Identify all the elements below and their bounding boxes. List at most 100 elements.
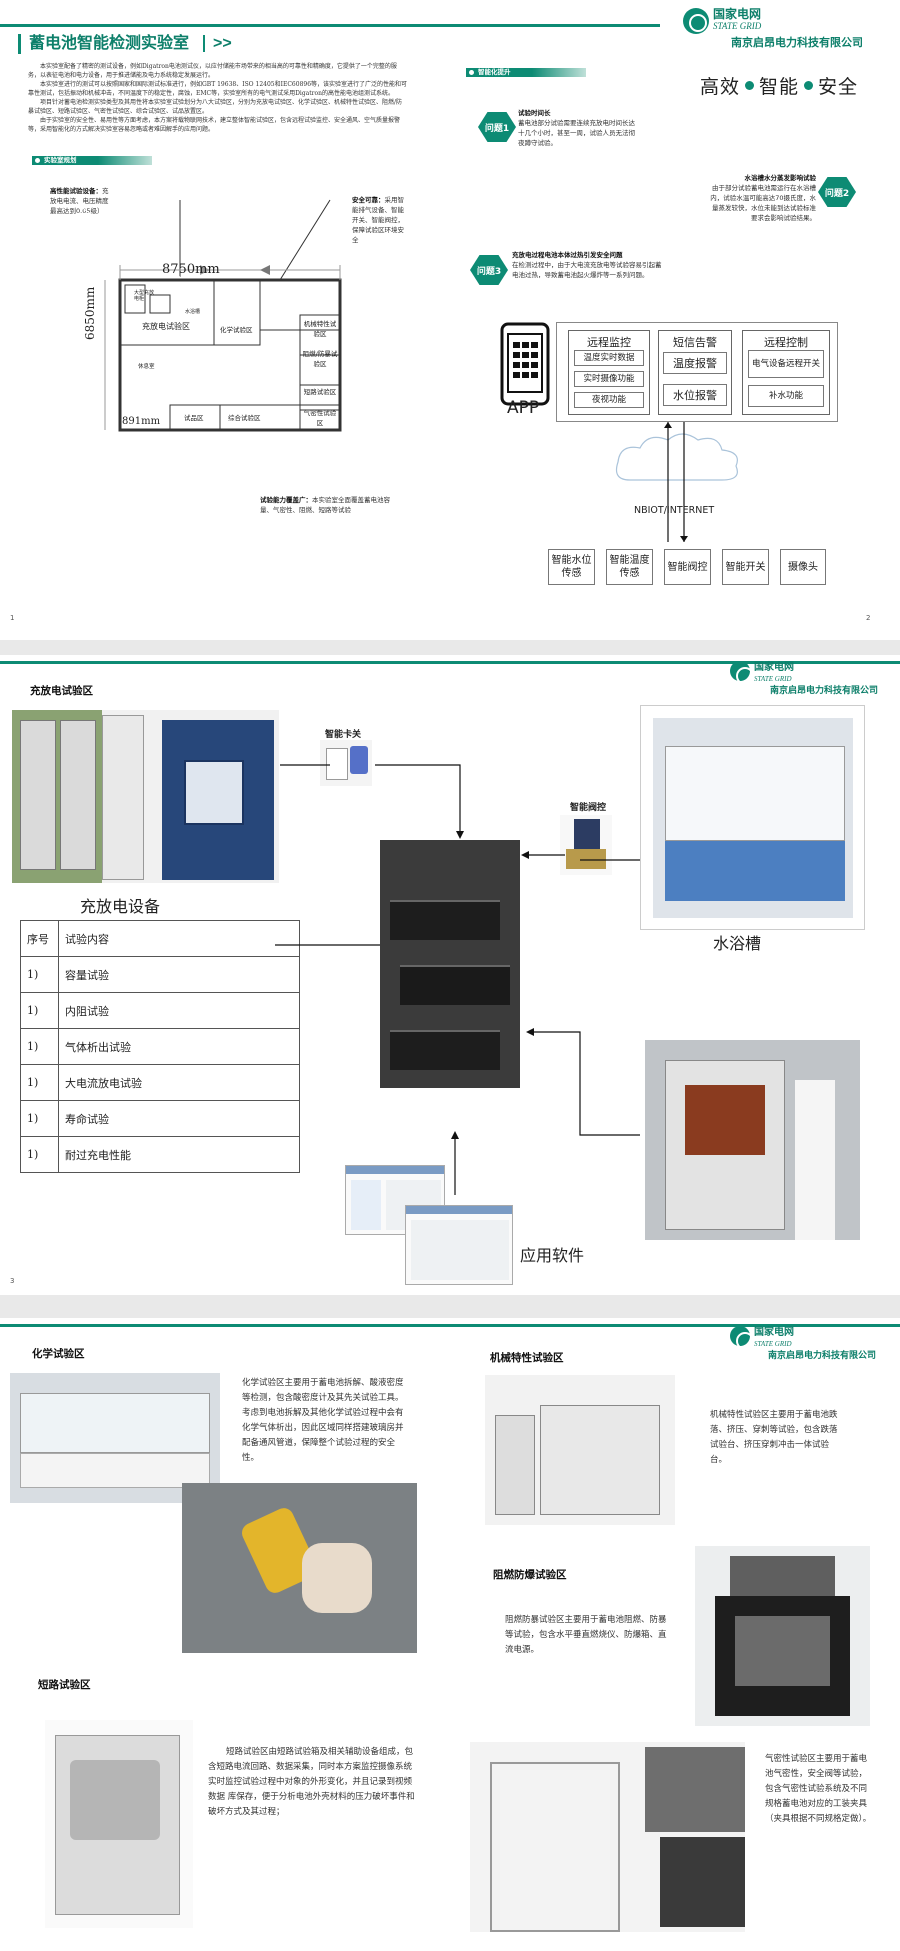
caption-water-bath: 水浴槽 [713, 934, 762, 953]
table-header-no: 序号 [20, 920, 59, 957]
page-gap [0, 1295, 900, 1318]
sensor-smart-switch: 智能开关 [722, 549, 769, 585]
charge-equipment-photo [12, 710, 279, 883]
slogan: 高效智能安全 [700, 77, 859, 98]
section-title-chem: 化学试验区 [32, 1348, 85, 1360]
state-grid-logo-icon [730, 661, 754, 685]
table-header-content: 试验内容 [58, 920, 300, 957]
problem-1: 试验时间长蓄电池部分试验需要连续充放电时间长达十几个小时，甚至一周，试验人员无法… [518, 109, 635, 147]
room-bath: 水浴槽 [185, 309, 201, 315]
brand-cn: 国家电网 [713, 7, 762, 21]
caption-software: 应用软件 [520, 1246, 585, 1265]
brand-logo: 国家电网 STATE GRID [730, 661, 794, 685]
software-screenshot-2 [405, 1205, 513, 1285]
callout-high-performance: 高性能试验设备：充放电电流、电压精度最高达到0.05级） [50, 187, 109, 215]
top-rule [0, 1324, 900, 1327]
section-title-mech: 机械特性试验区 [490, 1352, 564, 1364]
floor-plan [80, 199, 342, 432]
text-mech: 机械特性试验区主要用于蓄电池跌落、挤压、穿刺等试验，包含跌落试验台、挤压穿刺冲击… [710, 1410, 838, 1465]
floor-width-label: 8750mm [162, 262, 220, 277]
section-title-flame: 阻燃防爆试验区 [493, 1569, 567, 1581]
sensor-water-level: 智能水位传感 [548, 549, 595, 585]
water-bath-photo [640, 705, 865, 930]
sensor-camera: 摄像头 [780, 549, 826, 585]
section-title-short: 短路试验区 [38, 1679, 91, 1691]
network-label: NBIOT/INTERNET [634, 505, 715, 516]
company-name: 南京启昂电力科技有限公司 [768, 1351, 877, 1361]
room-sample: 试品区 [184, 414, 204, 422]
slogan-dot-icon [804, 81, 814, 90]
item-temp-alarm: 温度报警 [663, 352, 727, 374]
page-number-3: 3 [10, 1277, 15, 1285]
room-charge-cabinet: 大型充放电柜 [134, 290, 155, 302]
app-label: APP [507, 398, 540, 418]
section-tag-smart: 智能化提升 [466, 68, 586, 77]
network-links [615, 422, 738, 542]
cloud-icon [615, 433, 738, 481]
sensor-temperature: 智能温度传感 [606, 549, 653, 585]
state-grid-logo-icon [683, 8, 709, 34]
room-charge: 充放电试验区 [142, 322, 190, 331]
company-name: 南京启昂电力科技有限公司 [770, 686, 879, 696]
floor-height-label: 6850mm [83, 286, 97, 340]
top-rule [0, 24, 660, 27]
table-row: 1)内阻试验 [20, 992, 300, 1029]
problem-2-badge: 问题2 [818, 177, 856, 207]
item-camera-realtime: 实时摄像功能 [574, 371, 644, 387]
connection-arrows [275, 764, 565, 1195]
battery-cable-photo [380, 840, 520, 1088]
text-chem: 化学试验区主要用于蓄电池拆解、酸液密度等检测，包含酸密度计及其先关试验工具。考虑… [242, 1378, 404, 1463]
flame-lab-photo [695, 1546, 870, 1726]
app-phone-icon [500, 322, 550, 406]
company-name: 南京启昂电力科技有限公司 [731, 36, 863, 49]
room-airtight: 气密性试验区 [303, 409, 337, 427]
item-remote-switch: 电气设备远程开关 [748, 350, 824, 378]
airtight-lab-photo [470, 1742, 745, 1932]
problem-1-badge: 问题1 [478, 112, 516, 142]
text-short: 短路试验区由短路试验箱及相关辅助设备组成，包含短路电流回路、数据采集，同时本方案… [208, 1747, 415, 1817]
table-row: 1)气体析出试验 [20, 1028, 300, 1065]
callout-coverage: 试验能力覆盖广：本实验室全面覆盖蓄电池容量、气密性、阻燃、短路等试验 [260, 496, 390, 514]
label-smart-valve: 智能阀控 [570, 803, 607, 813]
sensor-smart-valve: 智能阀控 [664, 549, 711, 585]
item-water-alarm: 水位报警 [663, 384, 727, 406]
text-flame: 阻燃防暴试验区主要用于蓄电池阻燃、防暴等试验，包含水平垂直燃烧仪、防爆箱、直流电… [505, 1615, 667, 1655]
room-mech: 机械特性试验区 [303, 320, 337, 338]
slogan-dot-icon [745, 81, 755, 90]
page-number-1: 1 [10, 614, 15, 622]
test-table: 序号试验内容 1)容量试验 1)内阻试验 1)气体析出试验 1)大电流放电试验 … [20, 920, 300, 1173]
item-water-refill: 补水功能 [748, 385, 824, 407]
short-circuit-photo [45, 1720, 193, 1928]
item-temp-realtime: 温度实时数据 [574, 350, 644, 366]
mech-lab-photo [485, 1375, 675, 1525]
caption-charge-equipment: 充放电设备 [80, 897, 161, 916]
page-one: 国家电网 STATE GRID 南京启昂电力科技有限公司 蓄电池智能检测实验室>… [0, 0, 900, 640]
top-rule [0, 661, 900, 664]
table-row: 1)耐过充电性能 [20, 1136, 300, 1173]
brand-logo: 国家电网 STATE GRID [683, 8, 761, 34]
smart-valve-photo [560, 815, 612, 875]
page-number-2: 2 [866, 614, 871, 622]
chem-lab-photo [10, 1373, 220, 1503]
page-title: 蓄电池智能检测实验室>> [18, 34, 232, 54]
connection-arrows-right [526, 859, 640, 1136]
section-tag-plan: 实验室规划 [32, 156, 152, 165]
test-chamber-photo [645, 1040, 860, 1240]
door-width-label: 891mm [122, 416, 161, 427]
room-flame: 阻燃/防暴试验区 [302, 350, 338, 368]
problem-3-badge: 问题3 [470, 255, 508, 285]
brand-logo: 国家电网 STATE GRID [730, 1326, 794, 1350]
smart-switch-photo [320, 740, 372, 786]
page-gap [0, 640, 900, 655]
room-rest: 休息室 [138, 364, 155, 370]
item-night-vision: 夜视功能 [574, 392, 644, 408]
label-smart-switch: 智能卡关 [325, 730, 362, 740]
callout-safety: 安全可靠：采用智能排气设备、智能开关、智能阀控，保障试验区环境安全 [352, 196, 404, 244]
table-row: 1)大电流放电试验 [20, 1064, 300, 1101]
table-row: 1)寿命试验 [20, 1100, 300, 1137]
problem-3: 充放电过程电池本体过热引发安全问题在检测过程中，由于大电流充放电等试验容易引起蓄… [512, 251, 662, 279]
acid-meter-photo [182, 1483, 417, 1653]
room-general: 综合试验区 [228, 414, 261, 422]
state-grid-logo-icon [730, 1326, 754, 1350]
room-chem: 化学试验区 [220, 326, 253, 334]
